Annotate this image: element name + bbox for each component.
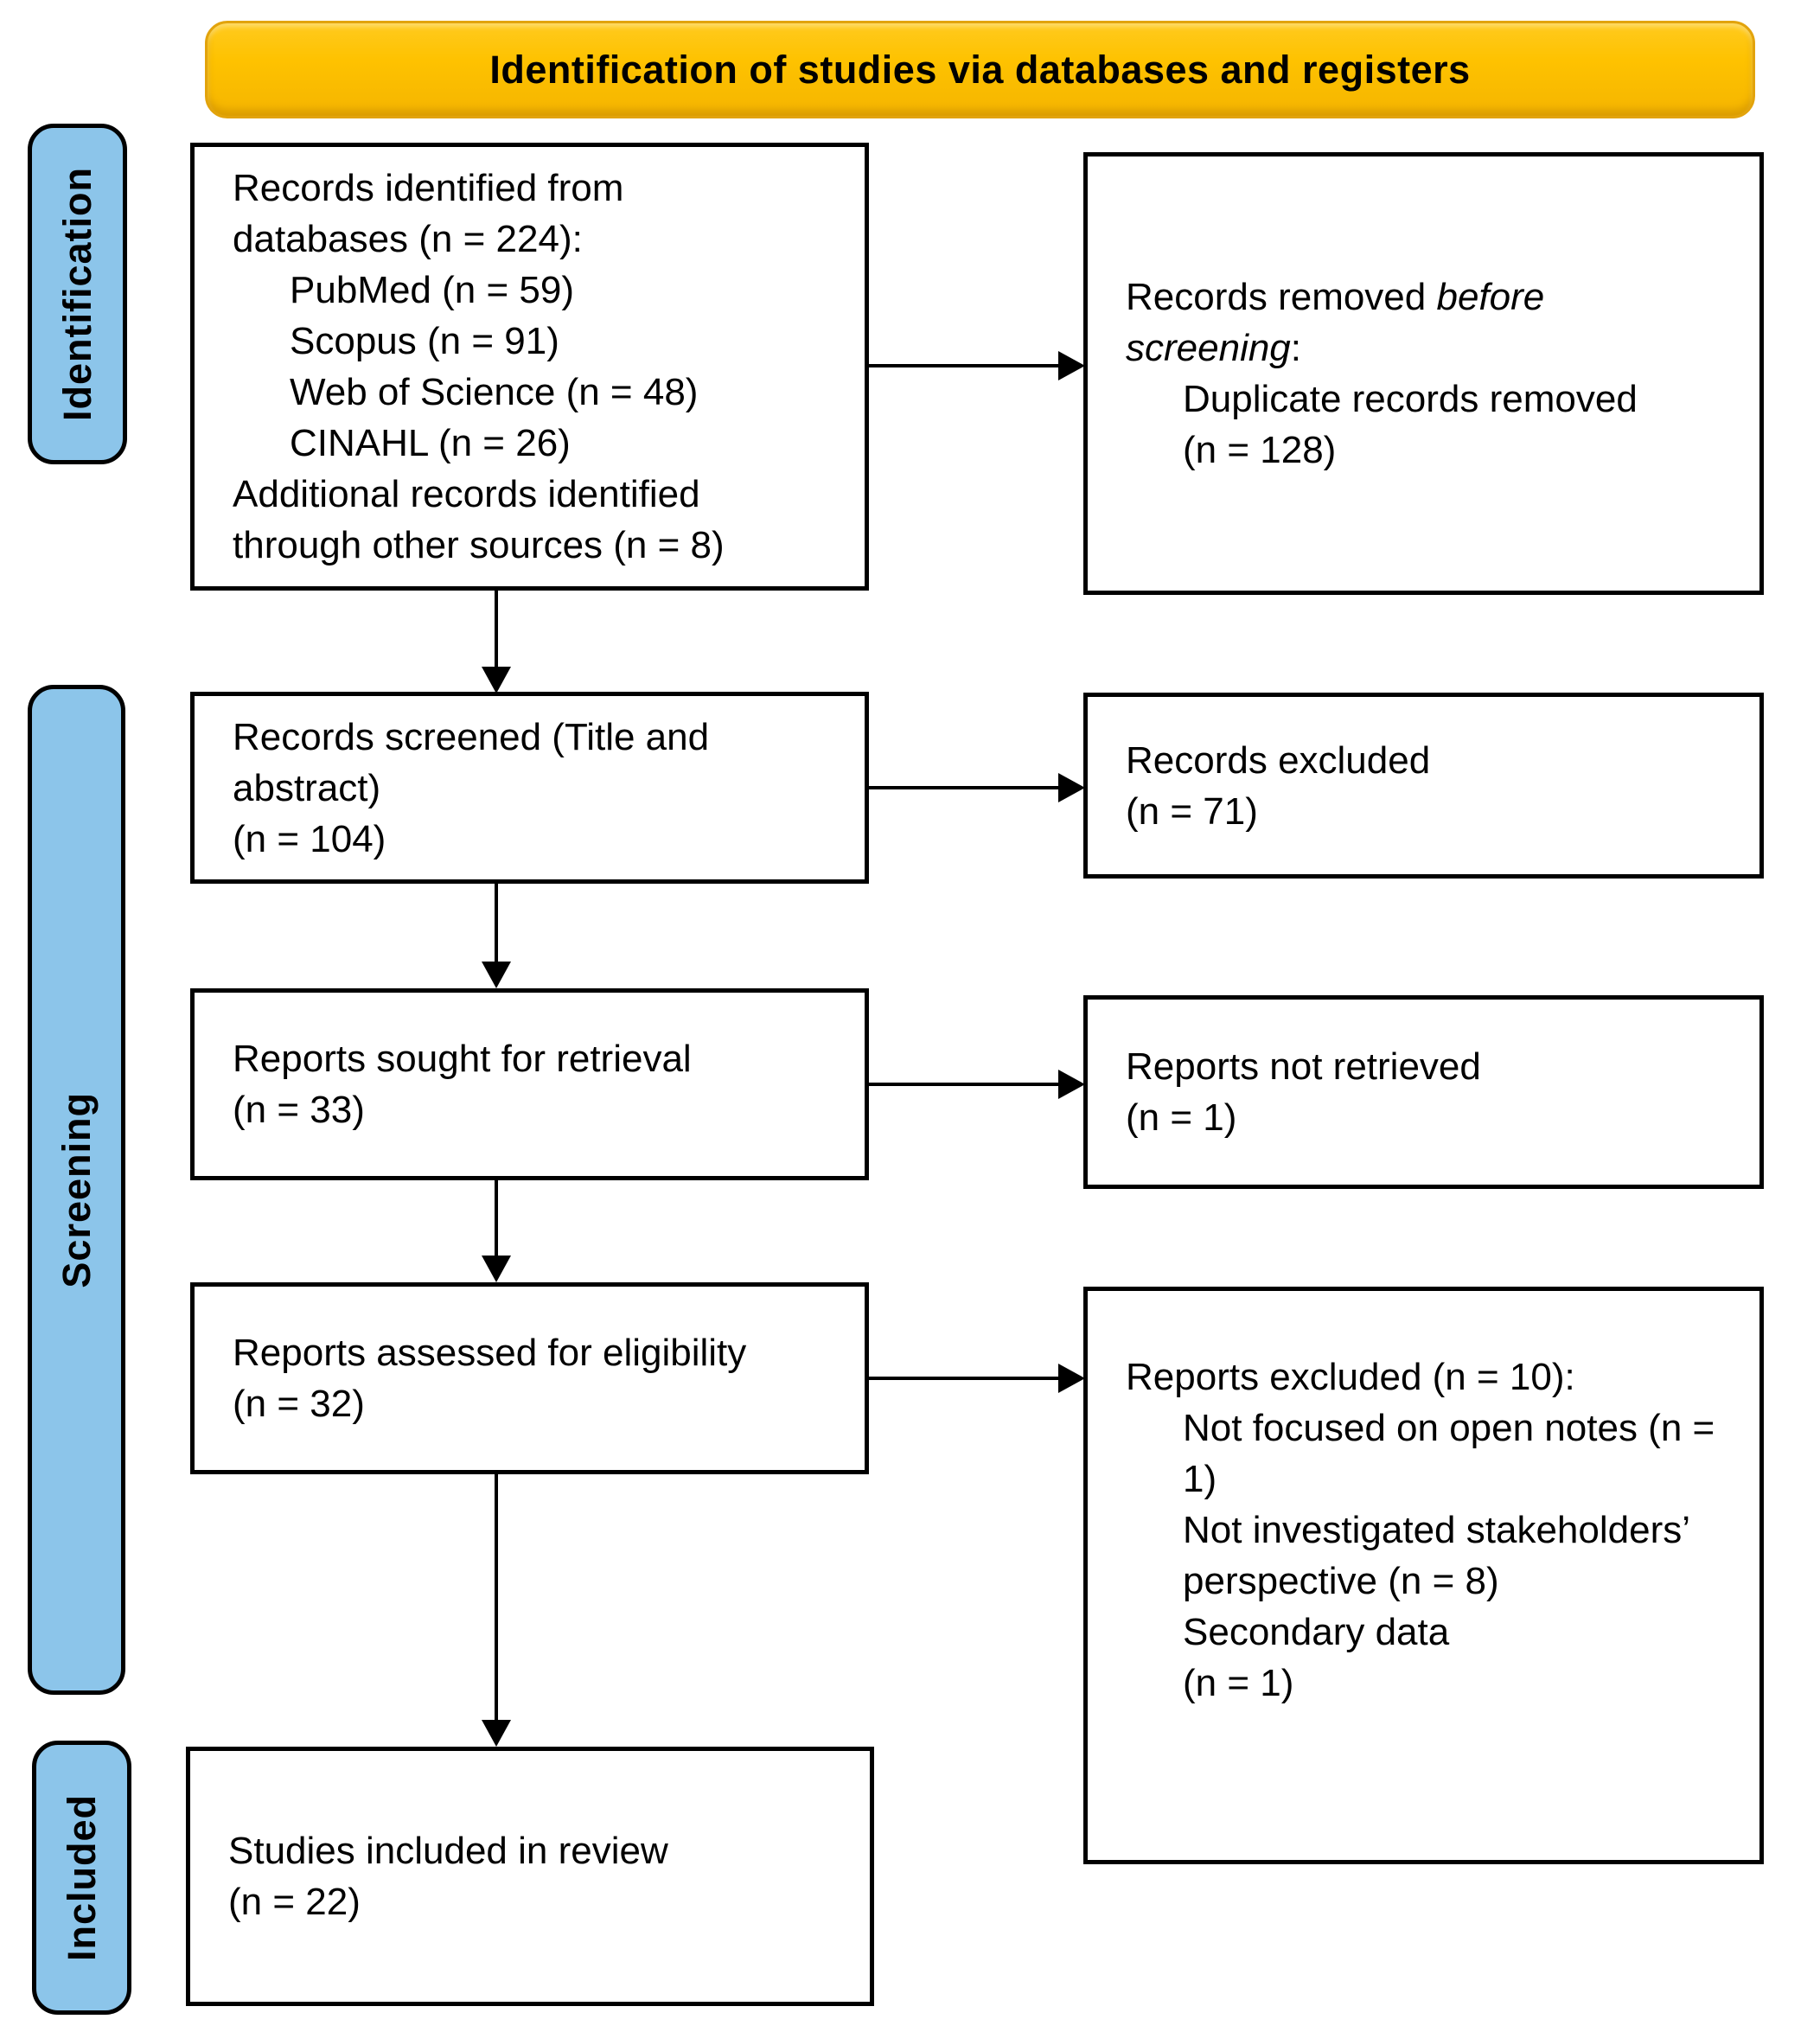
box-line: CINAHL (n = 26) — [290, 422, 571, 464]
box-line: Not focused on open notes (n = — [1183, 1407, 1715, 1449]
box-line: perspective (n = 8) — [1183, 1560, 1499, 1602]
box-line: Secondary data — [1183, 1611, 1450, 1653]
box-line: Records removed before — [1126, 272, 1744, 323]
box-line: screening: — [1126, 323, 1744, 374]
box-reports-excluded: Reports excluded (n = 10): Not focused o… — [1083, 1287, 1764, 1864]
box-line: Additional records identified — [233, 473, 700, 515]
box-line: (n = 1) — [1126, 1096, 1237, 1139]
box-line: Records screened (Title and — [233, 715, 710, 758]
arrow-right-screened-to-excluded-icon — [869, 773, 1085, 802]
box-line: 1) — [1183, 1458, 1217, 1500]
box-line: (n = 33) — [233, 1089, 365, 1131]
box-line: databases (n = 224): — [233, 218, 583, 260]
box-line: Web of Science (n = 48) — [290, 371, 699, 413]
box-records-screened: Records screened (Title and abstract) (n… — [190, 692, 869, 884]
box-records-excluded: Records excluded (n = 71) — [1083, 693, 1764, 879]
text-segment-italic: before — [1436, 276, 1545, 318]
box-line: Records identified from — [233, 167, 624, 209]
box-records-removed: Records removed before screening: Duplic… — [1083, 152, 1764, 595]
box-line: (n = 128) — [1183, 429, 1337, 471]
box-reports-assessed: Reports assessed for eligibility (n = 32… — [190, 1282, 869, 1474]
box-records-identified: Records identified from databases (n = 2… — [190, 143, 869, 591]
box-line: PubMed (n = 59) — [290, 269, 574, 311]
box-line: (n = 71) — [1126, 789, 1258, 833]
stage-pill-screening: Screening — [28, 685, 125, 1695]
arrow-right-sought-to-not-retrieved-icon — [869, 1070, 1085, 1099]
stage-pill-included: Included — [32, 1741, 131, 2015]
arrow-down-screened-to-sought-icon — [482, 884, 511, 988]
box-line: (n = 32) — [233, 1383, 365, 1425]
arrow-down-assessed-to-included-icon — [482, 1474, 511, 1747]
box-line: through other sources (n = 8) — [233, 524, 725, 566]
arrow-down-sought-to-assessed-icon — [482, 1180, 511, 1282]
arrow-right-identified-to-removed-icon — [869, 351, 1085, 380]
box-line: (n = 22) — [228, 1881, 361, 1923]
box-line: Reports not retrieved — [1126, 1045, 1481, 1088]
box-line: Studies included in review — [228, 1830, 668, 1872]
box-studies-included: Studies included in review (n = 22) — [186, 1747, 874, 2006]
box-line: Reports excluded (n = 10): — [1126, 1356, 1575, 1398]
arrow-right-assessed-to-reports-excluded-icon — [869, 1364, 1085, 1393]
title-banner-label: Identification of studies via databases … — [489, 47, 1471, 92]
text-segment: : — [1290, 327, 1302, 369]
box-line: Reports sought for retrieval — [233, 1038, 692, 1080]
box-line: (n = 104) — [233, 817, 386, 860]
text-segment-italic: screening — [1126, 327, 1291, 369]
box-line: abstract) — [233, 766, 381, 809]
box-line: Records excluded — [1126, 738, 1431, 782]
title-banner: Identification of studies via databases … — [205, 21, 1755, 118]
box-line: (n = 1) — [1183, 1662, 1294, 1704]
box-reports-sought: Reports sought for retrieval (n = 33) — [190, 988, 869, 1180]
box-line: Duplicate records removed — [1183, 378, 1638, 420]
stage-pill-identification: Identification — [28, 124, 127, 464]
text-segment: Records removed — [1126, 276, 1437, 318]
box-reports-not-retrieved: Reports not retrieved (n = 1) — [1083, 995, 1764, 1189]
box-line: Scopus (n = 91) — [290, 320, 559, 362]
box-line: Reports assessed for eligibility — [233, 1332, 747, 1374]
box-line: Not investigated stakeholders’ — [1183, 1509, 1690, 1551]
arrow-down-identified-to-screened-icon — [482, 591, 511, 693]
